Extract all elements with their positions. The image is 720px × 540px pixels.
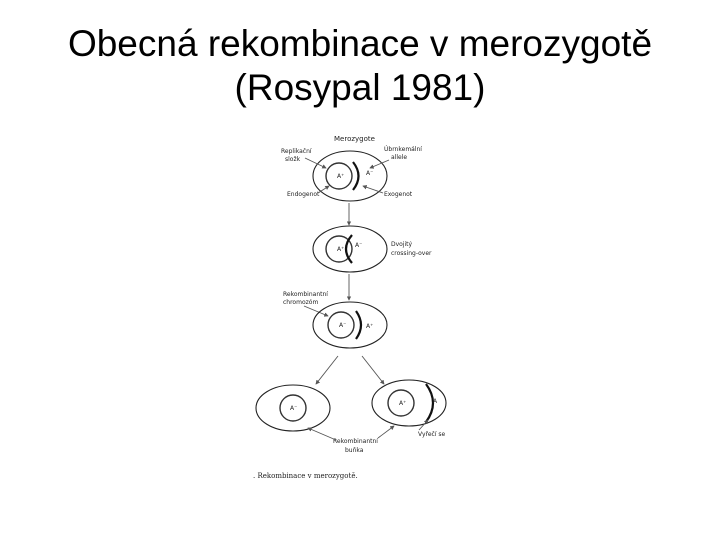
- cell-merozygote: A⁺ A⁻: [312, 150, 388, 202]
- title-line-1: Obecná rekombinace v merozygotě: [67, 23, 653, 64]
- cell-daughter-right: A⁺ A: [371, 379, 447, 427]
- label-replication-site-2: složk: [285, 156, 301, 163]
- allele-a-minus-2: A⁻: [355, 242, 362, 249]
- allele-a-minus-3: A⁻: [339, 322, 346, 329]
- allele-a-plus-1: A⁺: [337, 173, 344, 180]
- label-exogenote: Exogenot: [384, 191, 413, 198]
- allele-a-minus-4: A⁻: [290, 405, 297, 412]
- label-endogenote: Endogenot: [287, 191, 320, 198]
- label-incomplete-genome-2: allele: [391, 154, 407, 161]
- cell-crossover: A⁺ A⁻: [312, 225, 388, 273]
- label-loss: Vyřečí se: [418, 431, 446, 438]
- label-recombinant-chromosome-2: chromozóm: [283, 299, 318, 306]
- allele-a: A: [433, 398, 438, 405]
- slide-title: Obecná rekombinace v merozygotě (Rosypal…: [0, 22, 720, 110]
- label-double-crossover-2: crossing-over: [391, 250, 432, 257]
- label-recombinant-cell-2: buňka: [345, 447, 364, 454]
- label-incomplete-genome-1: Úbrnkemální: [384, 146, 422, 153]
- label-merozygote: Merozygote: [334, 135, 375, 143]
- allele-a-plus-2: A⁺: [337, 246, 344, 253]
- label-recombinant-cell-1: Rekombinantní: [333, 438, 378, 445]
- cell-recombinant: A⁻ A⁺: [312, 301, 388, 349]
- cell-daughter-left: A⁻: [255, 384, 331, 432]
- figure-caption: . Rekombinace v merozygotě.: [253, 472, 358, 480]
- label-recombinant-chromosome-1: Rekombinantní: [283, 291, 328, 298]
- label-double-crossover-1: Dvojitý: [391, 241, 413, 248]
- allele-a-plus-4: A⁺: [399, 400, 406, 407]
- label-replication-site: Replikační: [281, 148, 312, 155]
- allele-a-minus-1: A⁻: [366, 170, 373, 177]
- allele-a-plus-3: A⁺: [366, 323, 373, 330]
- title-line-2: (Rosypal 1981): [234, 67, 486, 108]
